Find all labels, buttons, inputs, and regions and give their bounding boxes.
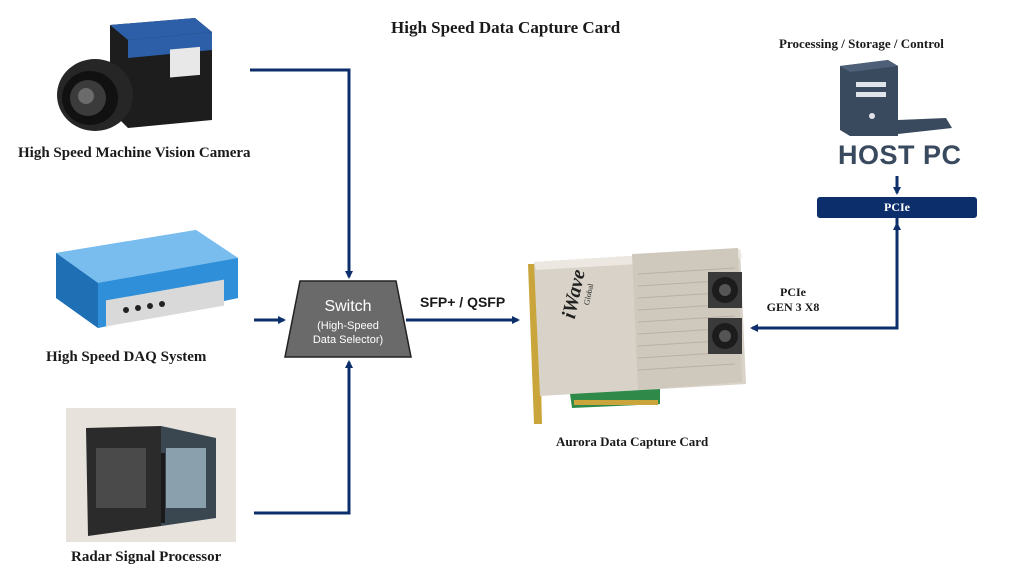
pcie-gen-label: PCIe GEN 3 X8 xyxy=(763,285,823,315)
diagram-title: High Speed Data Capture Card xyxy=(391,18,621,37)
pcie-gen-line2: GEN 3 X8 xyxy=(766,300,820,314)
pcie-bar-label: PCIe xyxy=(884,200,910,214)
radar-label: Radar Signal Processor xyxy=(71,549,222,565)
host-pc-icon xyxy=(836,58,956,140)
host-caption: Processing / Storage / Control xyxy=(779,36,944,51)
radar-processor-icon xyxy=(66,408,236,542)
host-pc-label: HOST PC xyxy=(838,140,962,170)
daq-label: High Speed DAQ System xyxy=(46,349,207,365)
daq-icon xyxy=(46,228,242,336)
capture-card-icon: iWave Global xyxy=(520,244,750,426)
camera-label: High Speed Machine Vision Camera xyxy=(18,145,251,161)
radar-connector xyxy=(254,360,353,515)
switch-title: Switch xyxy=(324,298,372,315)
switch-subtitle-1: (High-Speed xyxy=(317,320,379,332)
card-label: Aurora Data Capture Card xyxy=(556,434,709,449)
pcie-bar: PCIe xyxy=(817,197,977,218)
switch-block: Switch (High-Speed Data Selector) xyxy=(284,280,412,358)
camera-connector xyxy=(250,68,353,279)
link-label: SFP+ / QSFP xyxy=(420,294,506,310)
pcie-gen-line1: PCIe xyxy=(780,285,806,299)
switch-subtitle-2: Data Selector) xyxy=(312,334,384,346)
camera-icon xyxy=(50,10,220,140)
